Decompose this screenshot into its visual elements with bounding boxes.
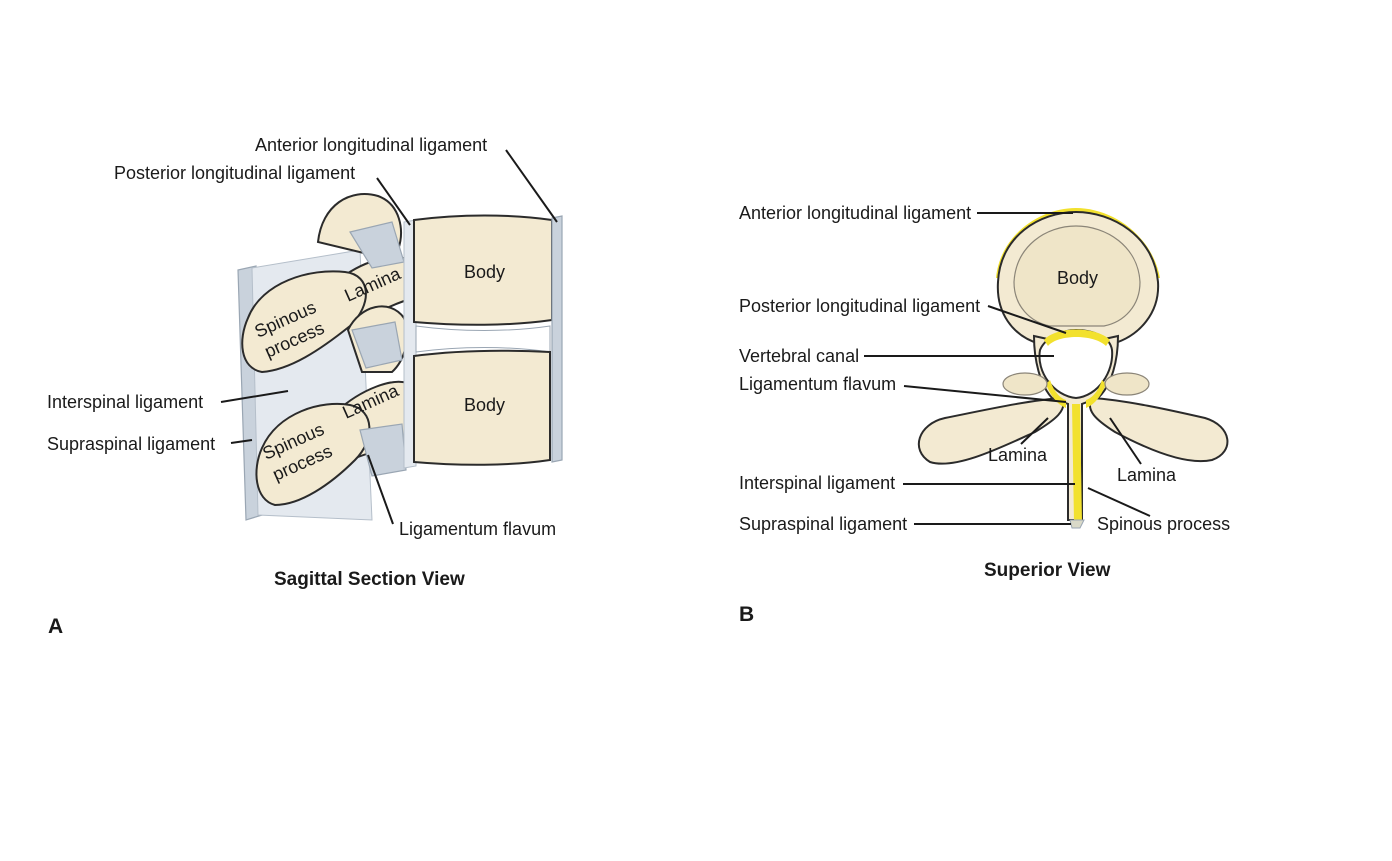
leader-b-lamina-left	[1020, 417, 1049, 445]
label-a-posterior-longitudinal: Posterior longitudinal ligament	[114, 163, 355, 183]
leader-a-ligamentum-flavum	[367, 454, 394, 525]
leader-a-supraspinal	[230, 439, 253, 444]
leader-a-interspinal	[220, 390, 289, 403]
leader-b-spinous	[1087, 487, 1151, 517]
caption-a: Sagittal Section View	[274, 569, 465, 590]
caption-b: Superior View	[984, 560, 1111, 581]
lower-vertebral-body	[413, 349, 551, 466]
label-b-anterior-longitudinal: Anterior longitudinal ligament	[739, 203, 971, 223]
panel-letter-a: A	[48, 615, 63, 638]
posterior-longitudinal-ligament	[1044, 329, 1110, 346]
label-b-vertebral-canal: Vertebral canal	[739, 346, 859, 366]
left-superior-articular-facet	[1002, 372, 1048, 396]
label-b-lamina-left: Lamina	[988, 445, 1048, 465]
label-a-anterior-longitudinal: Anterior longitudinal ligament	[255, 135, 487, 155]
label-b-lamina-right: Lamina	[1117, 465, 1177, 485]
leader-a-anterior-longitudinal	[505, 149, 558, 223]
interspinal-ligament	[1072, 404, 1082, 522]
label-a-body-upper: Body	[464, 262, 505, 282]
label-a-ligamentum-flavum: Ligamentum flavum	[399, 519, 556, 539]
right-superior-articular-facet	[1104, 372, 1150, 396]
panel-b-superior: Anterior longitudinal ligament Posterior…	[739, 203, 1230, 626]
leader-b-posterior-longitudinal	[987, 305, 1067, 334]
supraspinal-ligament	[1069, 519, 1085, 529]
label-b-body: Body	[1057, 268, 1098, 288]
label-a-body-lower: Body	[464, 395, 505, 415]
right-transverse-process-lamina	[1088, 396, 1229, 463]
lower-spinous-process	[255, 403, 371, 507]
label-b-posterior-longitudinal: Posterior longitudinal ligament	[739, 296, 980, 316]
anterior-longitudinal-ligament-strip	[551, 215, 563, 463]
intervertebral-disc	[415, 325, 551, 353]
label-a-interspinal: Interspinal ligament	[47, 392, 203, 412]
label-b-interspinal: Interspinal ligament	[739, 473, 895, 493]
label-a-supraspinal: Supraspinal ligament	[47, 434, 215, 454]
panel-letter-b: B	[739, 603, 754, 626]
leader-b-lamina-right	[1109, 417, 1142, 465]
left-transverse-process-lamina	[918, 396, 1065, 465]
leader-a-posterior-longitudinal	[376, 177, 411, 226]
vertebral-body-inner	[1013, 225, 1141, 327]
label-b-supraspinal: Supraspinal ligament	[739, 514, 907, 534]
panel-a-sagittal: Anterior longitudinal ligament Posterior…	[47, 135, 563, 638]
ligamentum-flavum-right	[1086, 380, 1106, 408]
leader-b-ligamentum-flavum	[903, 385, 1067, 403]
ligamentum-flavum-upper	[351, 321, 403, 369]
label-b-ligamentum-flavum: Ligamentum flavum	[739, 374, 896, 394]
label-b-spinous: Spinous process	[1097, 514, 1230, 534]
